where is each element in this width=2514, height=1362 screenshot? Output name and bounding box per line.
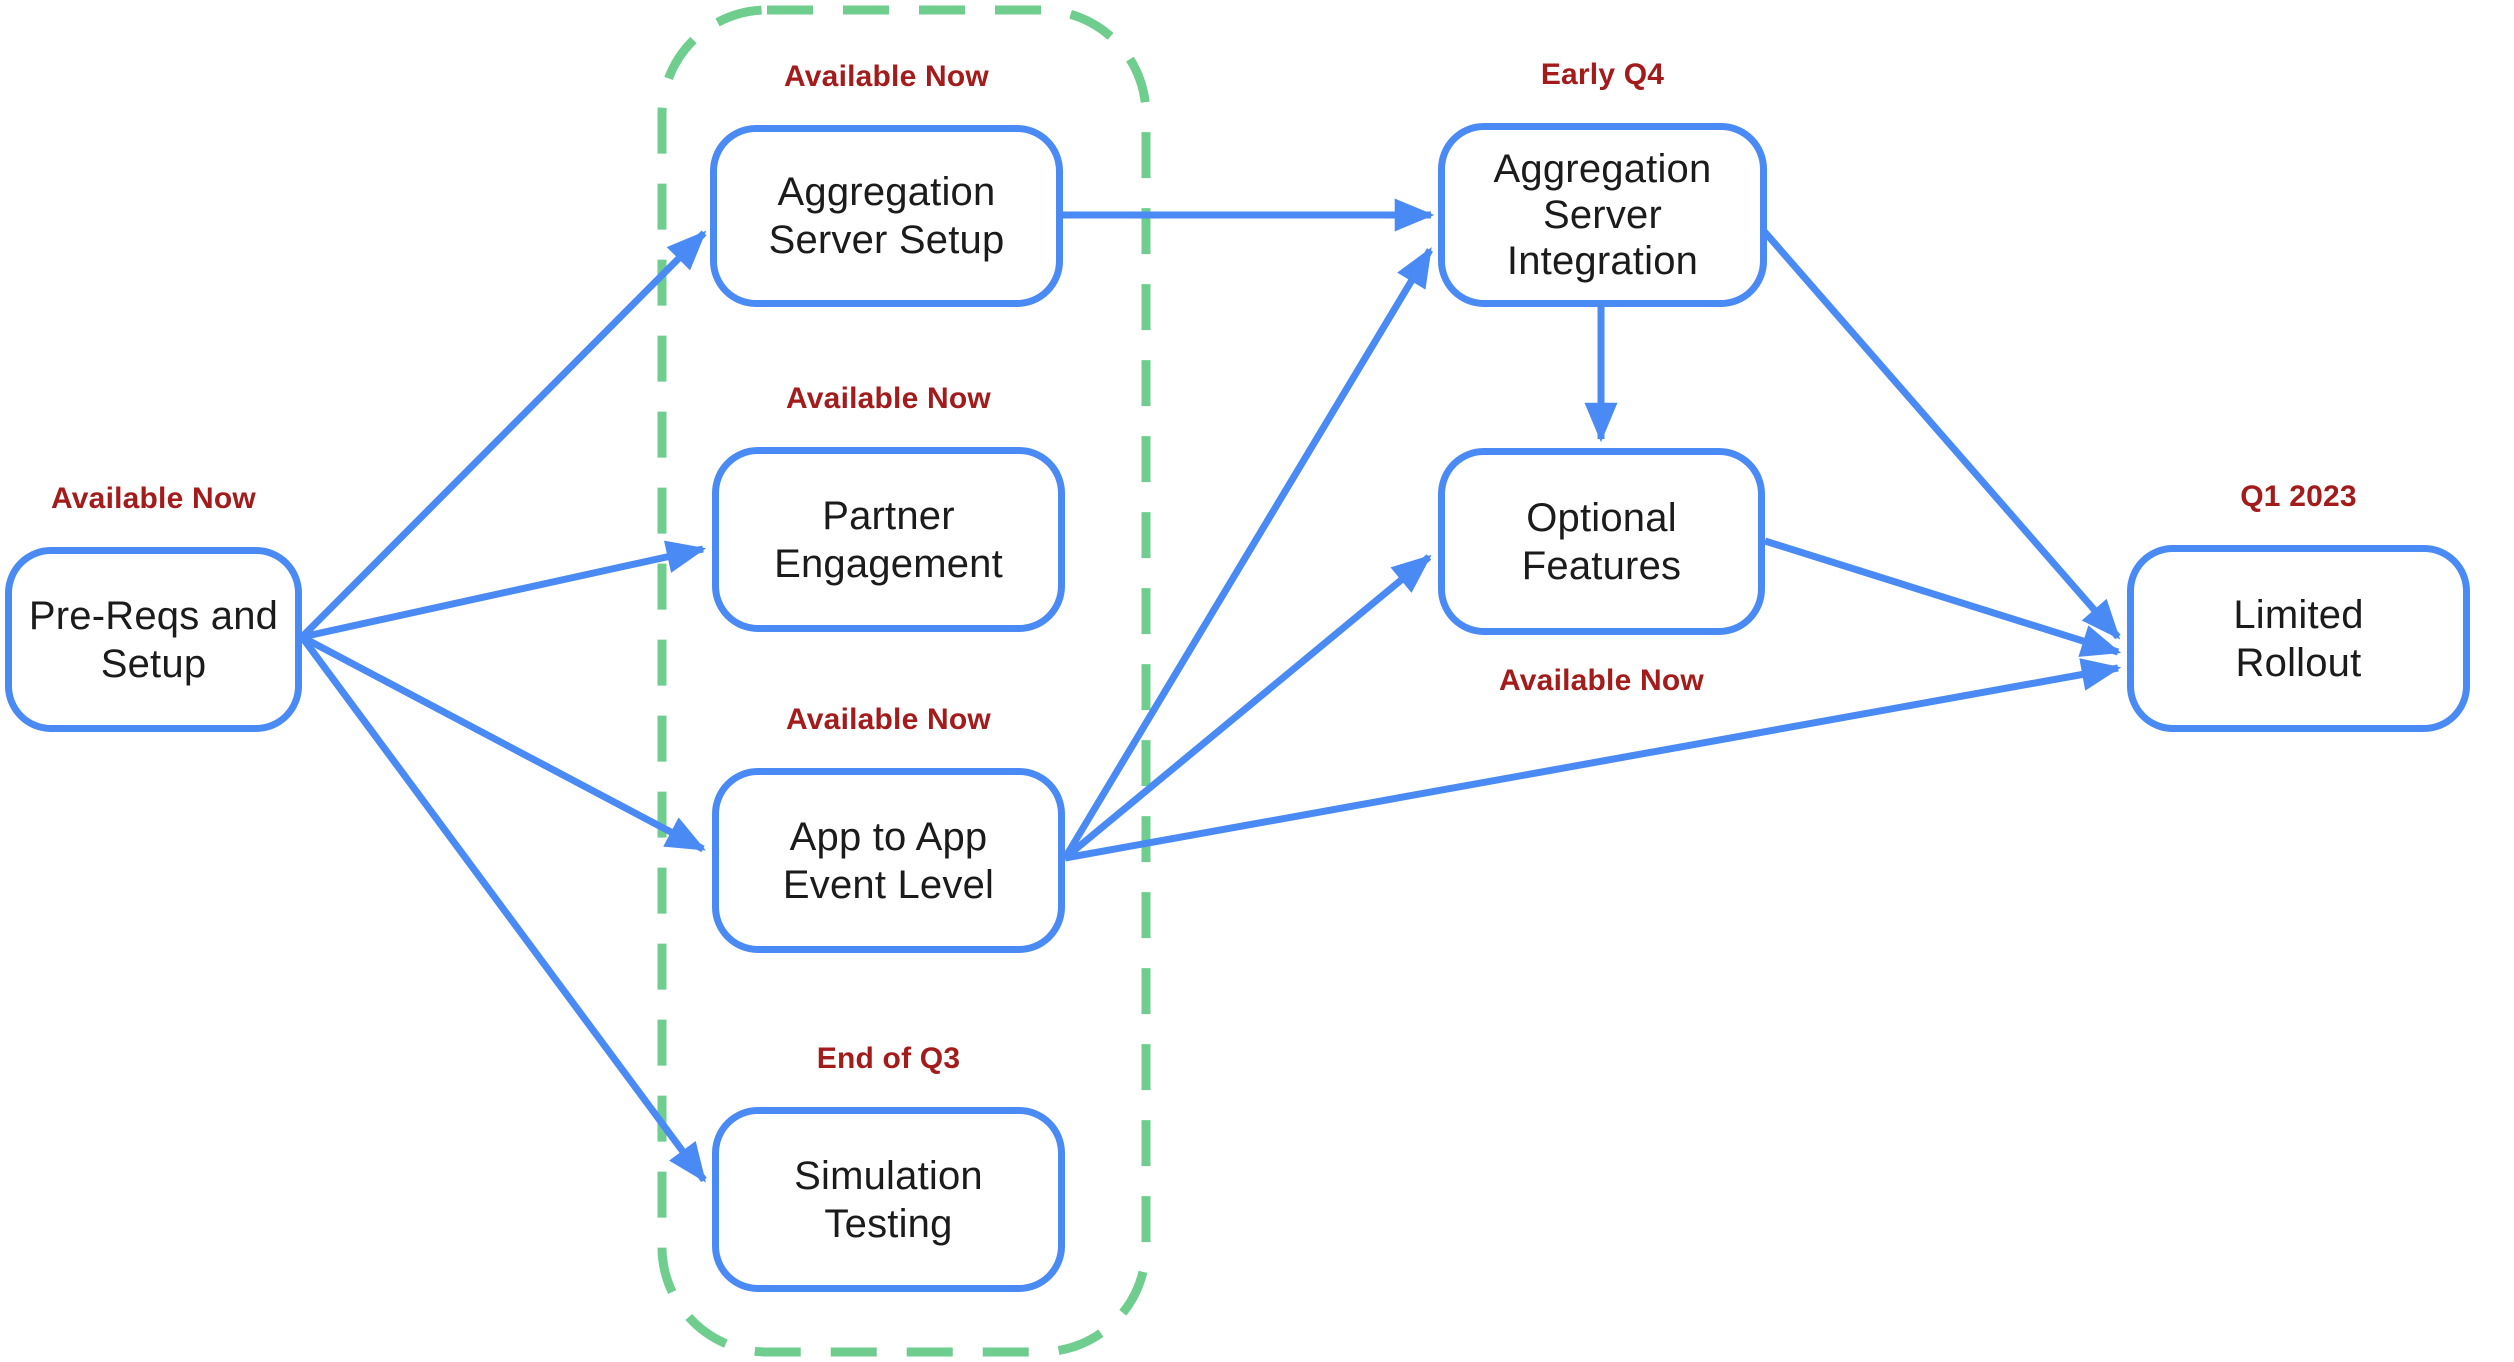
- node-label-line: Simulation: [794, 1153, 983, 1198]
- edge-optional-features-to-limited-rollout: [1763, 537, 2122, 657]
- node-label-line: App to App: [789, 814, 988, 859]
- node-aggregation-server-integration: Aggregation Server Integration: [1438, 123, 1767, 307]
- node-limited-rollout: Limited Rollout: [2127, 545, 2470, 732]
- edge-app-to-app-to-limited-rollout: [1064, 658, 2122, 862]
- edge-pre-reqs-to-partner-engagement: [301, 540, 707, 641]
- node-label-line: Testing: [824, 1201, 953, 1246]
- node-label-line: Event Level: [782, 862, 995, 907]
- node-label-line: Features: [1521, 543, 1682, 588]
- node-label-line: Server Setup: [768, 218, 1005, 262]
- edge-pre-reqs-to-simulation-testing: [299, 634, 707, 1183]
- node-app-to-app-event-level: App to App Event Level: [712, 768, 1065, 953]
- node-label-line: Optional: [1526, 495, 1677, 540]
- node-simulation-testing: Simulation Testing: [712, 1107, 1065, 1292]
- milestone-simulation-testing: End of Q3: [816, 1042, 961, 1075]
- node-label-line: Integration: [1506, 239, 1699, 283]
- node-aggregation-server-setup: Aggregation Server Setup: [710, 125, 1063, 307]
- node-label-line: Aggregation: [777, 170, 996, 214]
- node-label-line: Engagement: [774, 541, 1003, 586]
- node-label-line: Partner: [822, 493, 955, 538]
- milestone-partner-engagement: Available Now: [786, 382, 991, 415]
- milestone-app-to-app-event-level: Available Now: [786, 703, 991, 736]
- node-label-line: Server: [1542, 193, 1662, 237]
- node-label-line: Limited: [2233, 592, 2364, 637]
- milestone-aggregation-server-integration: Early Q4: [1540, 58, 1665, 91]
- group-available-now-outline: [657, 5, 1151, 1357]
- edge-app-to-app-to-optional-features: [1062, 554, 1432, 861]
- edge-pre-reqs-to-app-to-app-event-level: [300, 633, 706, 853]
- node-label-line: Setup: [100, 641, 207, 686]
- node-pre-reqs: Pre-Reqs and Setup: [5, 547, 302, 732]
- node-label-line: Aggregation: [1493, 147, 1712, 191]
- node-optional-features: Optional Features: [1438, 448, 1765, 635]
- node-label-line: Pre-Reqs and: [28, 593, 279, 638]
- node-label-line: Rollout: [2235, 640, 2362, 685]
- node-partner-engagement: Partner Engagement: [712, 447, 1065, 632]
- milestone-limited-rollout: Q1 2023: [2240, 480, 2357, 513]
- milestone-aggregation-server-setup: Available Now: [784, 60, 989, 93]
- milestone-pre-reqs: Available Now: [51, 482, 256, 515]
- edge-aggregation-server-integration-to-limited-rollout: [1760, 227, 2121, 640]
- edge-pre-reqs-to-aggregation-server-setup: [299, 230, 707, 640]
- milestone-optional-features: Available Now: [1499, 664, 1704, 697]
- edge-app-to-app-to-aggregation-server-integration: [1061, 247, 1434, 860]
